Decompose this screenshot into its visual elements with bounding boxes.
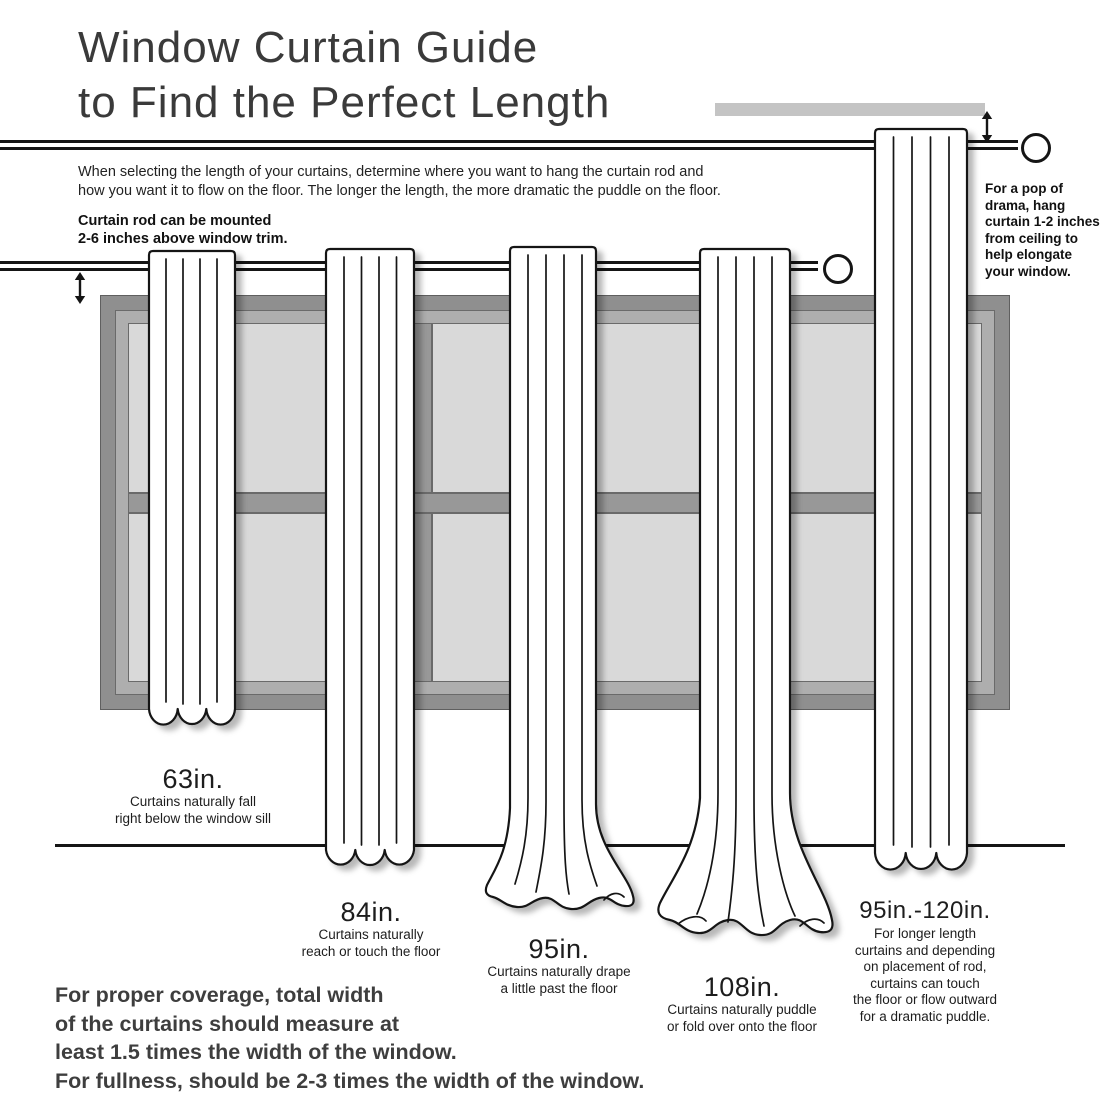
curtain-panel-outline <box>147 249 237 726</box>
curtain-63in-illustration <box>146 249 238 732</box>
curtain-63in-drawing <box>147 249 237 726</box>
curtain-fold-lines <box>514 254 625 901</box>
curtain-panel-outline <box>873 127 969 871</box>
coverage-note: For proper coverage, total width of the … <box>55 983 645 1093</box>
rod-height-arrow-icon <box>71 272 89 304</box>
ceiling-gap-arrow-icon <box>978 111 996 143</box>
curtain-panel-outline <box>657 247 834 937</box>
curtain-108in-drawing <box>657 247 834 937</box>
curtain-95-120in-drawing <box>873 127 969 871</box>
title-line-2: to Find the Perfect Length <box>78 78 611 127</box>
curtain-fold-lines <box>892 136 950 848</box>
curtain-84in-drawing <box>324 247 416 867</box>
intro-text: When selecting the length of your curtai… <box>78 164 721 199</box>
ceiling-bar <box>715 103 985 116</box>
length-desc-95in: Curtains naturally drape a little past t… <box>487 964 631 996</box>
curtain-84in-illustration <box>323 247 417 874</box>
curtain-95in-illustration <box>478 245 642 914</box>
curtain-fold-lines <box>677 256 825 927</box>
curtain-95in-drawing <box>484 245 635 911</box>
ceiling-curtain-rod <box>0 140 1018 150</box>
title-line-1: Window Curtain Guide <box>78 23 539 72</box>
ceiling-drama-note: For a pop of drama, hang curtain 1-2 inc… <box>985 181 1100 279</box>
curtain-fold-lines <box>165 258 218 705</box>
length-label-95-120in: 95in.-120in. <box>859 897 991 924</box>
curtain-108in-illustration <box>648 247 838 954</box>
length-desc-108in: Curtains naturally puddle or fold over o… <box>666 1002 818 1034</box>
length-label-95in: 95in. <box>528 934 590 964</box>
length-label-84in: 84in. <box>340 897 402 927</box>
length-desc-84in: Curtains naturally reach or touch the fl… <box>301 927 441 959</box>
length-desc-95-120in: For longer length curtains and depending… <box>852 926 998 1024</box>
rod-finial-icon <box>823 254 853 284</box>
rod-mount-note: Curtain rod can be mounted 2-6 inches ab… <box>78 213 288 247</box>
rod-finial-icon <box>1021 133 1051 163</box>
length-label-63in: 63in. <box>162 764 224 794</box>
page-title: Window Curtain Guide to Find the Perfect… <box>78 20 610 130</box>
length-label-108in: 108in. <box>703 972 781 1002</box>
curtain-95-120in-illustration <box>872 127 970 880</box>
curtain-fold-lines <box>343 256 398 846</box>
curtain-panel-outline <box>484 245 635 911</box>
curtain-panel-outline <box>324 247 416 867</box>
length-desc-63in: Curtains naturally fall right below the … <box>114 794 272 826</box>
